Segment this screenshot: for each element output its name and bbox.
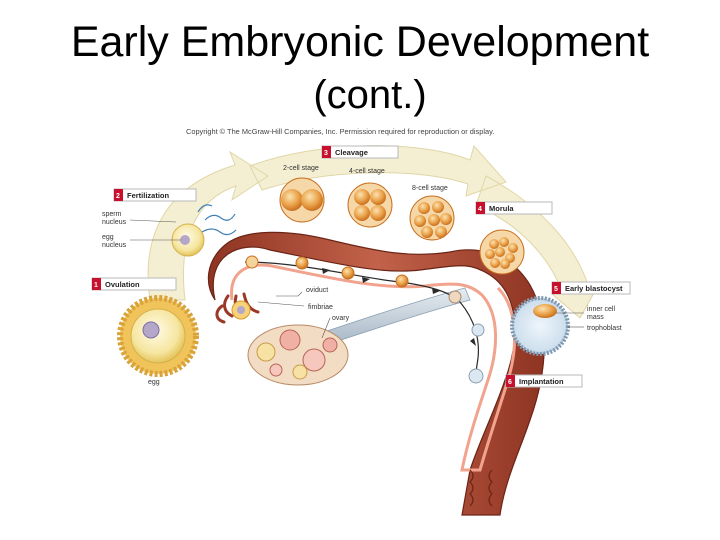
step-fertilization: 2 Fertilization — [114, 189, 196, 201]
step-label: Morula — [489, 204, 514, 213]
step-label: Early blastocyst — [565, 284, 623, 293]
ovulated-egg — [232, 301, 250, 319]
label-egg: egg — [148, 379, 160, 386]
step-label: Cleavage — [335, 148, 368, 157]
label-two-cell-stage: 2-cell stage — [283, 165, 319, 172]
label-trophoblast: trophoblast — [587, 325, 622, 332]
label-egg-nucleus-2: nucleus — [102, 242, 127, 249]
step-number: 5 — [554, 286, 558, 293]
step-implantation: 6 Implantation — [506, 375, 582, 387]
label-oviduct: oviduct — [306, 287, 328, 294]
label-fimbriae: fimbriae — [308, 304, 333, 311]
four-cell-embryo — [348, 183, 392, 227]
step-number: 6 — [508, 379, 512, 386]
label-four-cell-stage: 4-cell stage — [349, 168, 385, 175]
step-cleavage: 3 Cleavage — [322, 146, 398, 158]
ovary-illustration — [248, 325, 348, 385]
step-label: Fertilization — [127, 191, 170, 200]
egg-with-corona — [120, 298, 196, 374]
early-blastocyst — [512, 298, 568, 354]
label-inner-cell-mass-2: mass — [587, 314, 604, 321]
step-number: 4 — [478, 206, 482, 213]
copyright-notice: Copyright © The McGraw-Hill Companies, I… — [186, 127, 494, 136]
step-early-blastocyst: 5 Early blastocyst — [552, 282, 630, 294]
step-label: Ovulation — [105, 280, 140, 289]
label-egg-nucleus-1: egg — [102, 234, 114, 241]
two-cell-embryo — [280, 178, 324, 222]
morula — [480, 230, 524, 274]
step-morula: 4 Morula — [476, 202, 552, 214]
step-number: 1 — [94, 282, 98, 289]
eight-cell-embryo — [410, 196, 454, 240]
step-ovulation: 1 Ovulation — [92, 278, 176, 290]
label-eight-cell-stage: 8-cell stage — [412, 185, 448, 192]
label-ovary: ovary — [332, 315, 350, 322]
label-sperm-nucleus-1: sperm — [102, 211, 122, 218]
label-inner-cell-mass-1: inner cell — [587, 306, 615, 313]
step-number: 2 — [116, 193, 120, 200]
label-sperm-nucleus-2: nucleus — [102, 219, 127, 226]
step-number: 3 — [324, 150, 328, 157]
step-label: Implantation — [519, 377, 564, 386]
